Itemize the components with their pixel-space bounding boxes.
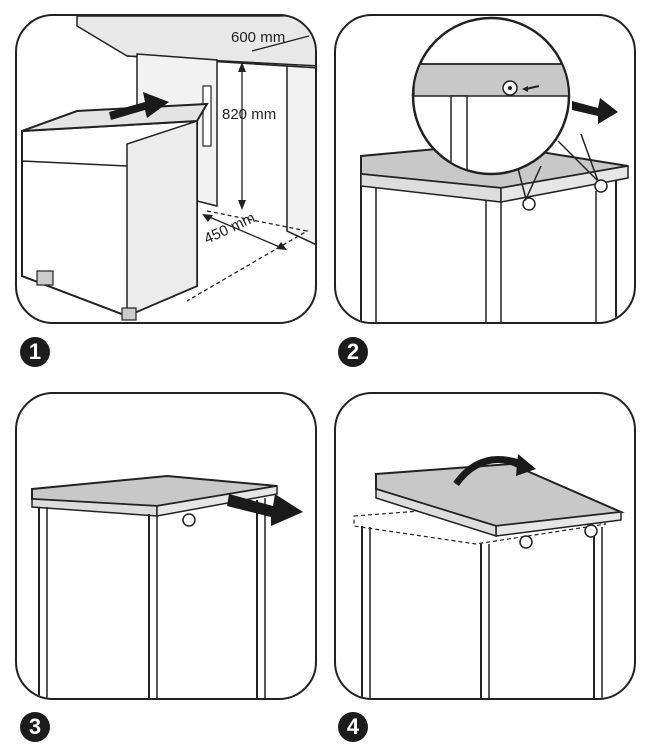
step-3-panel bbox=[15, 392, 317, 700]
step-4-panel bbox=[334, 392, 636, 700]
height-label: 820 mm bbox=[222, 106, 276, 123]
dishwasher-foot bbox=[36, 270, 54, 286]
step-2-badge: 2 bbox=[338, 337, 368, 367]
step-1-panel: 600 mm 820 mm 450 mm bbox=[15, 14, 317, 324]
width-dimension-line bbox=[206, 215, 283, 249]
step-2-illustration bbox=[360, 16, 629, 322]
screw-icon bbox=[519, 535, 533, 549]
screw-icon bbox=[182, 513, 196, 527]
step-1-illustration: 600 mm 820 mm 450 mm bbox=[21, 16, 315, 321]
cabinet-handle bbox=[202, 85, 212, 147]
push-arrow bbox=[109, 92, 169, 120]
dishwasher-foot bbox=[121, 307, 137, 321]
screw-icon bbox=[584, 524, 598, 538]
floor-outline bbox=[186, 210, 309, 302]
dishwasher-side bbox=[126, 119, 198, 318]
step-1-badge: 1 bbox=[20, 337, 50, 367]
rotate-arrow bbox=[453, 456, 523, 487]
pull-arrow bbox=[572, 98, 618, 124]
step-4-badge: 4 bbox=[338, 712, 368, 742]
depth-label: 600 mm bbox=[231, 29, 285, 46]
step-2-panel bbox=[334, 14, 636, 324]
step-4-illustration bbox=[353, 454, 625, 698]
step-3-badge: 3 bbox=[20, 712, 50, 742]
screw-icon bbox=[594, 179, 608, 193]
slide-arrow bbox=[227, 494, 303, 526]
cabinet-right bbox=[286, 65, 315, 245]
step-3-illustration bbox=[31, 474, 303, 698]
depth-dimension-line bbox=[251, 35, 310, 52]
screw-icon bbox=[522, 197, 536, 211]
